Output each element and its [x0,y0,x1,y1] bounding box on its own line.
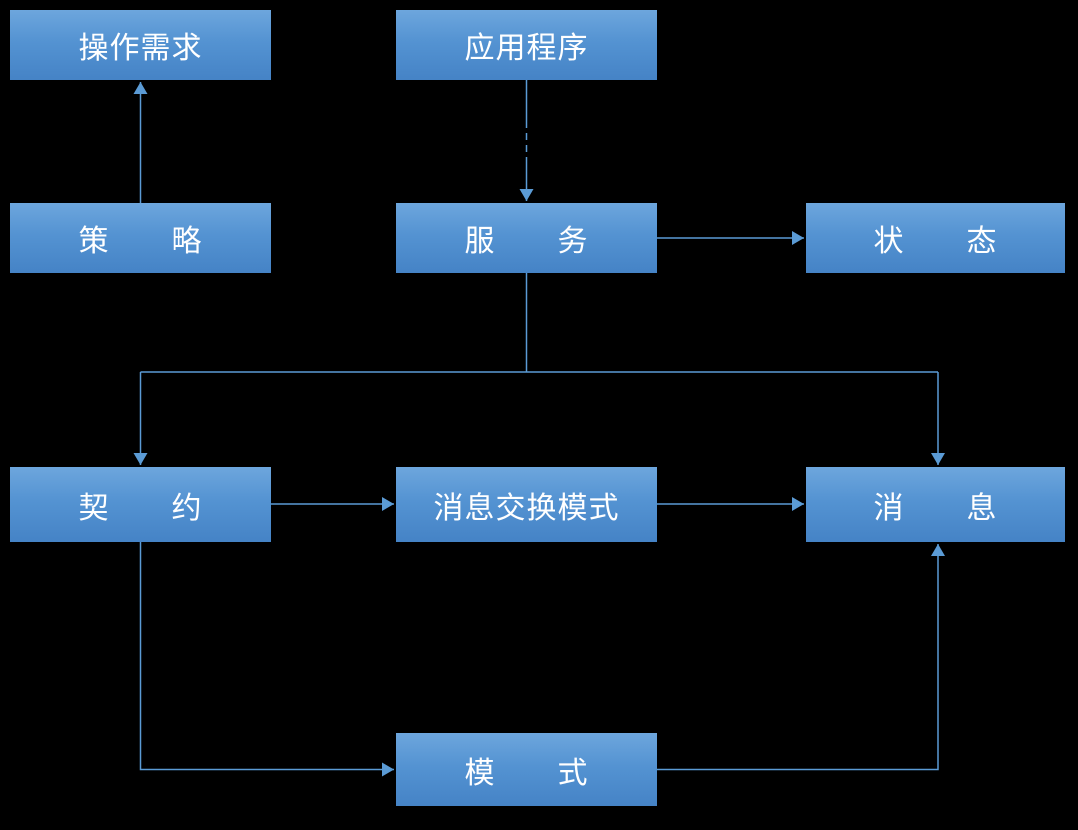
node-policy: 策 略 [10,203,271,273]
node-schema: 模 式 [396,733,657,806]
node-policy-label: 策 略 [78,225,203,258]
node-message-exchange-pattern: 消息交换模式 [396,467,657,542]
node-message: 消 息 [806,467,1065,542]
connector-contract-to-schema [139,542,394,777]
node-contract: 契 约 [10,467,271,542]
connector-schema-to-message [657,544,945,771]
node-message-exchange-pattern-label: 消息交换模式 [433,491,620,525]
node-operation-requirements: 操作需求 [10,10,271,80]
node-service-label: 服 务 [464,225,589,258]
node-application-label: 应用程序 [464,32,589,65]
node-schema-label: 模 式 [464,756,589,790]
node-state: 状 态 [806,203,1065,273]
node-service: 服 务 [396,203,657,273]
node-application: 应用程序 [396,10,657,80]
node-operation-requirements-label: 操作需求 [78,32,203,65]
node-contract-label: 契 约 [78,491,203,525]
node-message-label: 消 息 [873,491,998,525]
node-state-label: 状 态 [873,225,998,258]
